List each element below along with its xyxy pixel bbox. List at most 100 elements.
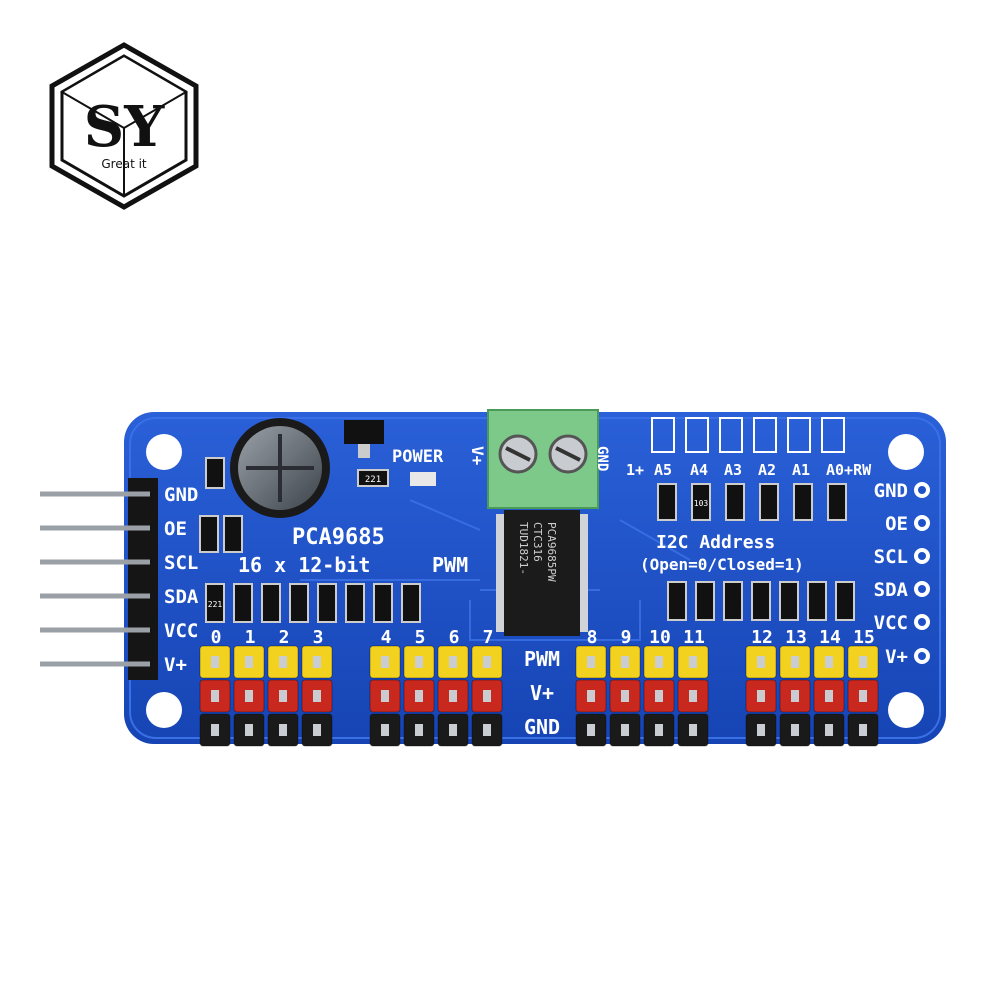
header-pin-metal	[689, 656, 697, 668]
power-label: POWER	[392, 447, 444, 467]
channel-1: 1	[245, 627, 256, 648]
terminal-vplus-label: V+	[468, 446, 487, 466]
row-label-gnd: GND	[524, 715, 560, 739]
header-pin-metal	[245, 724, 253, 736]
header-pin-metal	[825, 724, 833, 736]
header-pin-metal	[587, 690, 595, 702]
header-pin-metal	[791, 724, 799, 736]
channel-0: 0	[211, 627, 222, 648]
header-pin-metal	[211, 656, 219, 668]
addr-label-a2: A2	[758, 461, 776, 479]
channel-6: 6	[449, 627, 460, 648]
addr-label-plus: 1+	[626, 461, 644, 479]
resolution-label: 16 x 12-bit	[238, 553, 370, 577]
header-pin-metal	[449, 690, 457, 702]
header-pin-metal	[825, 656, 833, 668]
chip-marking-line1: PCA9685PW	[545, 522, 558, 582]
channel-3: 3	[313, 627, 324, 648]
header-pin-metal	[791, 690, 799, 702]
i2c-address-note: (Open=0/Closed=1)	[640, 555, 804, 574]
right-pin-vplus: V+	[885, 646, 908, 668]
resistor-power: 221	[365, 475, 381, 485]
header-pin-metal	[757, 690, 765, 702]
electrolytic-capacitor	[230, 418, 330, 518]
addr-resistor-value: 103	[694, 499, 709, 508]
left-pin-header	[40, 478, 158, 680]
right-pin-scl: SCL	[874, 546, 908, 568]
channel-13: 13	[785, 627, 807, 648]
right-pin-holes	[914, 482, 930, 664]
channel-9: 9	[621, 627, 632, 648]
left-pin-vcc: VCC	[164, 620, 198, 642]
addr-label-a1: A1	[792, 461, 810, 479]
addr-label-a3: A3	[724, 461, 742, 479]
header-pin-metal	[245, 690, 253, 702]
resistor-row-left	[205, 583, 421, 623]
brand-logo: SY Great it	[49, 42, 199, 210]
header-pin-metal	[757, 656, 765, 668]
row-label-vplus: V+	[530, 681, 554, 705]
terminal-gnd-label: GND	[594, 446, 610, 471]
channel-15: 15	[853, 627, 875, 648]
channel-11: 11	[683, 627, 705, 648]
addr-label-a5: A5	[654, 461, 672, 479]
resistor-row-value: 221	[208, 600, 223, 609]
header-pin-metal	[245, 656, 253, 668]
header-pin-metal	[415, 690, 423, 702]
header-pin-metal	[381, 656, 389, 668]
header-pin-metal	[621, 724, 629, 736]
header-pin-metal	[483, 724, 491, 736]
addr-label-a4: A4	[690, 461, 708, 479]
header-pin-metal	[381, 724, 389, 736]
channel-numbers: 0 1 2 3 4 5 6 7 8 9 10 11 12 13 14 15	[211, 627, 875, 648]
channel-10: 10	[649, 627, 671, 648]
logo-tagline: Great it	[101, 157, 147, 171]
logo-letters: SY	[84, 94, 165, 160]
right-pin-oe: OE	[885, 513, 908, 535]
channel-12: 12	[751, 627, 773, 648]
resistor-row-right	[667, 581, 855, 621]
right-pin-vcc: VCC	[874, 612, 908, 634]
header-pin-metal	[689, 690, 697, 702]
left-pin-scl: SCL	[164, 552, 198, 574]
right-pin-gnd: GND	[874, 480, 908, 502]
addr-label-a0rw: A0+RW	[826, 461, 872, 479]
header-pin-metal	[655, 656, 663, 668]
chip-marking-line2: CTC316	[531, 522, 544, 562]
chip-name-label: PCA9685	[292, 525, 385, 550]
header-pin-metal	[449, 724, 457, 736]
servo-header-blocks	[199, 645, 879, 747]
chip-marking-line3: TUD1821-	[517, 522, 530, 575]
header-pin-metal	[313, 690, 321, 702]
header-pin-metal	[621, 656, 629, 668]
left-pin-sda: SDA	[164, 586, 199, 608]
pca9685-chip: PCA9685PW CTC316 TUD1821-	[496, 510, 588, 636]
header-pin-metal	[655, 724, 663, 736]
header-pin-metal	[825, 690, 833, 702]
row-label-pwm: PWM	[524, 647, 560, 671]
header-pin-metal	[415, 656, 423, 668]
left-pin-vplus: V+	[164, 654, 187, 676]
header-pin-metal	[449, 656, 457, 668]
screw-terminal	[487, 409, 599, 509]
channel-7: 7	[483, 627, 494, 648]
header-pin-metal	[621, 690, 629, 702]
header-pin-metal	[313, 724, 321, 736]
header-pin-metal	[279, 656, 287, 668]
header-pin-metal	[655, 690, 663, 702]
i2c-address-title: I2C Address	[656, 532, 775, 553]
pwm-title-label: PWM	[432, 553, 468, 577]
header-pin-metal	[211, 690, 219, 702]
header-pin-metal	[415, 724, 423, 736]
header-pin-metal	[587, 724, 595, 736]
header-pin-metal	[587, 656, 595, 668]
left-pin-gnd: GND	[164, 484, 198, 506]
header-pin-metal	[381, 690, 389, 702]
smd-components-top: 221	[199, 420, 436, 553]
header-pin-metal	[483, 690, 491, 702]
header-pin-metal	[483, 656, 491, 668]
header-pin-metal	[791, 656, 799, 668]
channel-14: 14	[819, 627, 841, 648]
header-pin-metal	[859, 656, 867, 668]
